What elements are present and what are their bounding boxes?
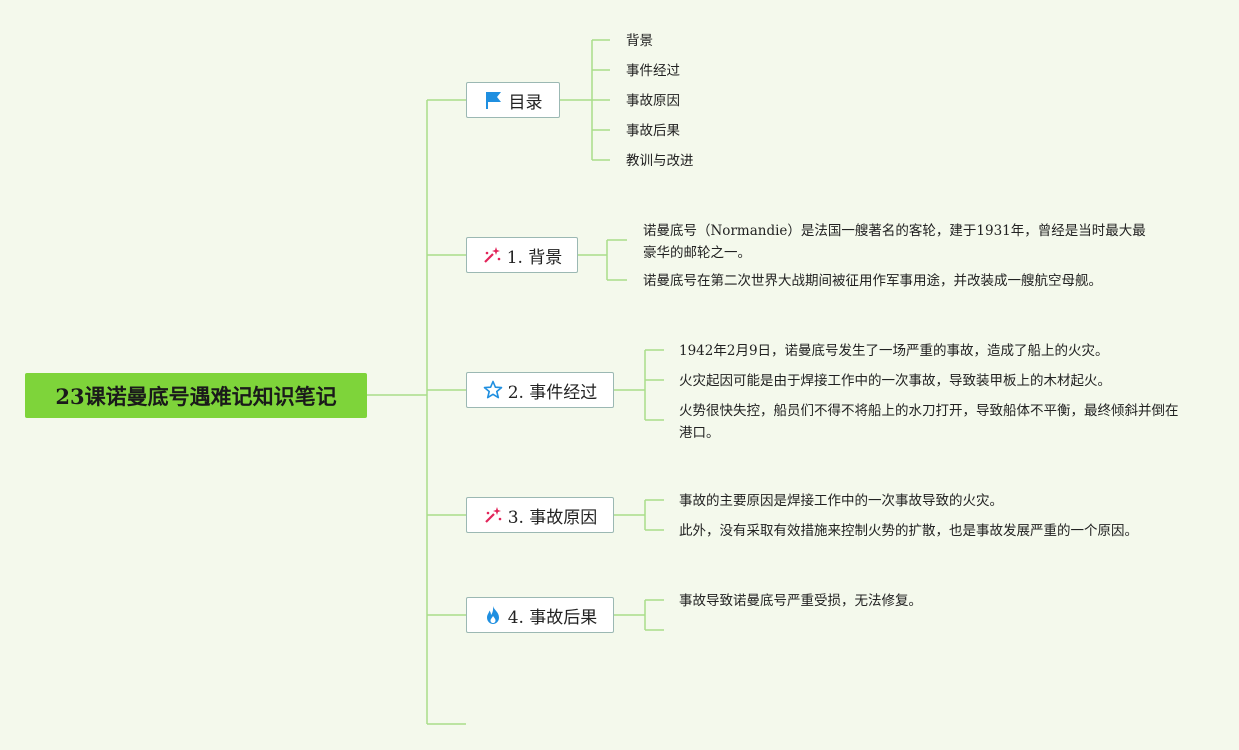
branch-events[interactable]: 2. 事件经过 bbox=[466, 372, 614, 408]
branch-consequences[interactable]: 4. 事故后果 bbox=[466, 597, 614, 633]
leaf-toc-2: 事件经过 bbox=[626, 63, 680, 79]
leaf-events-1: 1942年2月9日，诺曼底号发生了一场严重的事故，造成了船上的火灾。 bbox=[679, 343, 1109, 359]
leaf-toc-3: 事故原因 bbox=[626, 93, 680, 109]
root-title: 23课诺曼底号遇难记知识笔记 bbox=[55, 383, 337, 409]
sparkle-wand-icon bbox=[482, 245, 502, 265]
branch-toc[interactable]: 目录 bbox=[466, 82, 560, 118]
branch-label: 目录 bbox=[508, 92, 543, 113]
leaf-toc-4: 事故后果 bbox=[626, 123, 680, 139]
leaf-events-2: 火灾起因可能是由于焊接工作中的一次事故，导致装甲板上的木材起火。 bbox=[679, 373, 1111, 389]
leaf-toc-1: 背景 bbox=[626, 33, 653, 49]
flag-icon bbox=[484, 90, 504, 110]
branch-background[interactable]: 1. 背景 bbox=[466, 237, 578, 273]
branch-label: 3. 事故原因 bbox=[507, 507, 598, 528]
leaf-events-3: 火势很快失控，船员们不得不将船上的水刀打开，导致船体不平衡，最终倾斜并倒在港口。 bbox=[679, 403, 1179, 441]
leaf-toc-5: 教训与改进 bbox=[626, 153, 694, 169]
leaf-causes-2: 此外，没有采取有效措施来控制火势的扩散，也是事故发展严重的一个原因。 bbox=[679, 523, 1138, 539]
leaf-causes-1: 事故的主要原因是焊接工作中的一次事故导致的火灾。 bbox=[679, 493, 1003, 509]
branch-causes[interactable]: 3. 事故原因 bbox=[466, 497, 614, 533]
root-topic[interactable]: 23课诺曼底号遇难记知识笔记 bbox=[25, 373, 367, 418]
sparkle-wand-icon bbox=[483, 505, 503, 525]
branch-label: 2. 事件经过 bbox=[507, 382, 598, 403]
branch-label: 1. 背景 bbox=[506, 247, 563, 268]
leaf-consequences-1: 事故导致诺曼底号严重受损，无法修复。 bbox=[679, 593, 922, 609]
branch-label: 4. 事故后果 bbox=[507, 607, 598, 628]
flame-icon bbox=[483, 605, 503, 625]
leaf-background-2: 诺曼底号在第二次世界大战期间被征用作军事用途，并改装成一艘航空母舰。 bbox=[643, 273, 1102, 289]
star-outline-icon bbox=[483, 380, 503, 400]
leaf-background-1: 诺曼底号（Normandie）是法国一艘著名的客轮，建于1931年，曾经是当时最… bbox=[643, 223, 1146, 261]
